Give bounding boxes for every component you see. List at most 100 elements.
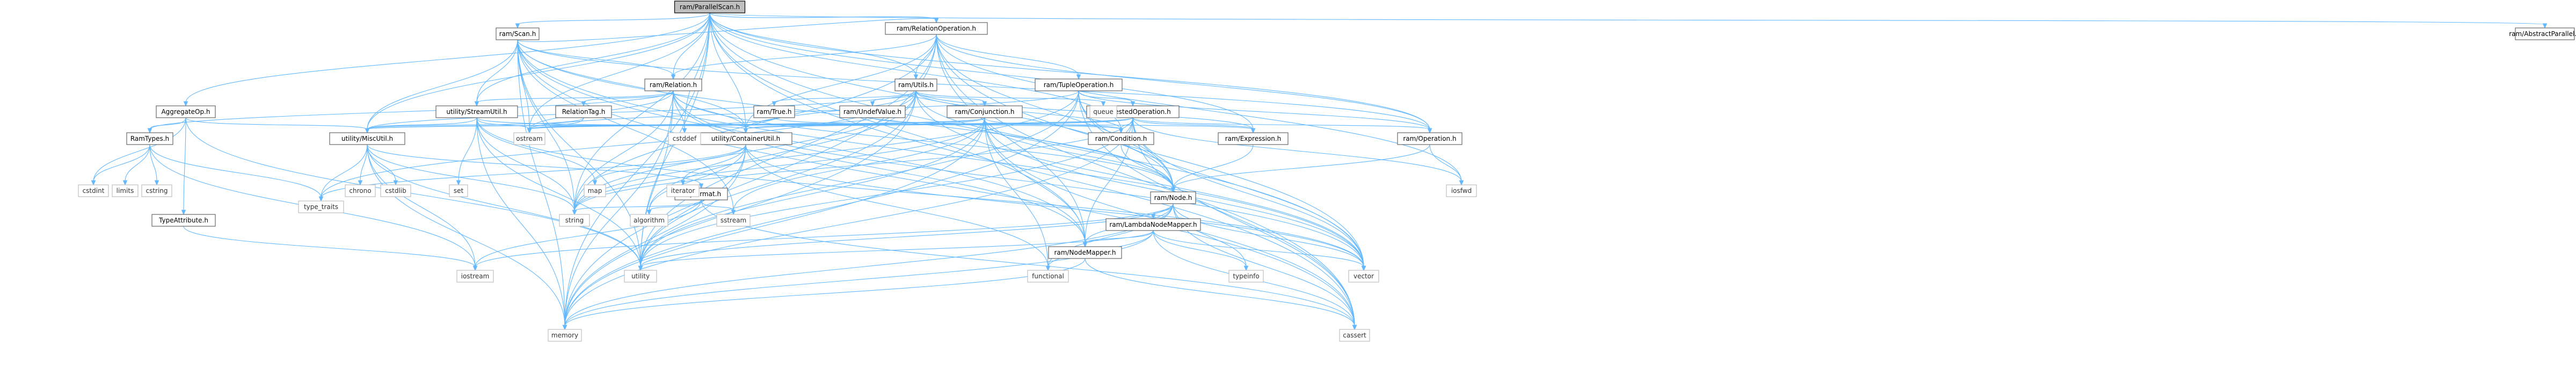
node-cstdint: cstdint xyxy=(78,184,109,197)
edge-container-to-iterator xyxy=(680,144,746,186)
node-container[interactable]: utility/ContainerUtil.h xyxy=(699,132,792,145)
edge-container-to-map xyxy=(592,144,746,186)
node-nodemapper[interactable]: ram/NodeMapper.h xyxy=(1048,246,1122,259)
node-scan[interactable]: ram/Scan.h xyxy=(496,27,540,40)
node-map: map xyxy=(584,184,606,197)
node-tupleop[interactable]: ram/TupleOperation.h xyxy=(1035,78,1123,91)
edge-conj-to-memory xyxy=(562,117,985,330)
edge-miscutil-to-tinyformat xyxy=(367,144,704,189)
nodes-layer: ram/ParallelScan.h ram/Scan.h ram/Relation… xyxy=(78,1,2576,342)
edge-nested-to-expression xyxy=(1132,117,1256,134)
edge-container-to-algorithm xyxy=(646,144,746,215)
node-abspar[interactable]: ram/AbstractParallel.h xyxy=(2509,27,2576,40)
node-label: ram/Relation.h xyxy=(650,81,697,89)
node-lambda[interactable]: ram/LambdaNodeMapper.h xyxy=(1105,218,1201,231)
edge-parallelscan-to-aggop xyxy=(183,12,710,107)
edge-ramtypes-to-cstdint xyxy=(91,144,150,186)
node-reltag[interactable]: RelationTag.h xyxy=(555,105,612,118)
edge-tinyformat-to-sstream xyxy=(701,199,736,215)
node-label: utility/StreamUtil.h xyxy=(446,108,507,116)
node-label: ram/Conjunction.h xyxy=(955,108,1015,116)
edge-parallelscan-to-scan xyxy=(515,12,710,29)
node-label: ram/Expression.h xyxy=(1225,135,1282,142)
node-label: RamTypes.h xyxy=(130,135,169,142)
edge-scan-to-relop xyxy=(517,18,939,42)
node-label: map xyxy=(588,187,602,195)
node-ramtrue[interactable]: ram/True.h xyxy=(753,105,795,118)
node-expression[interactable]: ram/Expression.h xyxy=(1218,132,1289,145)
node-label: ostream xyxy=(516,135,542,142)
node-label: algorithm xyxy=(634,217,665,224)
edge-tinyformat-to-string xyxy=(572,199,702,215)
edge-operation-to-node xyxy=(1170,144,1430,193)
node-functional: functional xyxy=(1027,270,1069,283)
node-label: iterator xyxy=(671,187,695,195)
node-typetraits: type_traits xyxy=(298,200,344,213)
edges-layer xyxy=(91,12,2548,330)
node-cstring: cstring xyxy=(141,184,172,197)
node-label: vector xyxy=(1354,272,1374,280)
node-label: utility xyxy=(631,272,650,280)
edge-conj-to-nodemapper xyxy=(984,117,1088,248)
node-label: functional xyxy=(1032,272,1064,280)
node-ramtypes[interactable]: RamTypes.h xyxy=(126,132,173,145)
node-undef[interactable]: ram/UndefValue.h xyxy=(839,105,906,118)
edge-nested-to-iosfwd xyxy=(1132,117,1464,186)
node-label: ram/AbstractParallel.h xyxy=(2509,30,2576,38)
edge-scan-to-relation xyxy=(517,39,676,80)
edge-relop-to-memory xyxy=(562,34,937,330)
node-operation[interactable]: ram/Operation.h xyxy=(1397,132,1462,145)
node-label: ram/RelationOperation.h xyxy=(897,25,976,32)
node-node[interactable]: ram/Node.h xyxy=(1150,191,1196,204)
node-relation[interactable]: ram/Relation.h xyxy=(644,78,702,91)
node-typeattr[interactable]: TypeAttribute.h xyxy=(151,214,216,227)
node-ostream: ostream xyxy=(513,132,545,145)
edge-nested-to-container xyxy=(743,117,1133,134)
node-utility: utility xyxy=(624,270,657,283)
node-utils[interactable]: ram/Utils.h xyxy=(894,78,937,91)
node-queue: queue xyxy=(1089,105,1117,118)
edge-relation-to-ramtypes xyxy=(147,90,674,134)
node-label: set xyxy=(454,187,464,195)
node-label: cassert xyxy=(1343,332,1366,339)
node-label: iostream xyxy=(461,272,490,280)
node-label: iosfwd xyxy=(1451,187,1472,195)
edge-miscutil-to-iostream xyxy=(367,144,478,271)
edge-nodemapper-to-cassert xyxy=(1085,258,1357,330)
node-streamutil[interactable]: utility/StreamUtil.h xyxy=(435,105,518,118)
edge-tinyformat-to-cassert xyxy=(701,199,1357,330)
node-label: utility/ContainerUtil.h xyxy=(711,135,780,142)
edge-relop-to-tupleop xyxy=(936,34,1081,80)
edge-parallelscan-to-streamutil xyxy=(474,12,710,107)
node-cstddef: cstddef xyxy=(668,132,701,145)
edge-lambda-to-typeinfo xyxy=(1153,230,1249,271)
node-label: chrono xyxy=(349,187,371,195)
edge-aggop-to-cstdint xyxy=(91,117,186,186)
edge-streamutil-to-utility xyxy=(476,117,643,271)
node-label: ram/NodeMapper.h xyxy=(1054,249,1116,256)
node-condition[interactable]: ram/Condition.h xyxy=(1088,132,1154,145)
node-aggop[interactable]: AggregateOp.h xyxy=(156,105,216,118)
edge-ramtypes-to-cstring xyxy=(149,144,159,186)
edge-operation-to-iosfwd xyxy=(1429,144,1464,186)
node-miscutil[interactable]: utility/MiscUtil.h xyxy=(329,132,405,145)
node-label: ram/LambdaNodeMapper.h xyxy=(1109,221,1197,228)
edge-aggop-to-typeattr xyxy=(181,117,186,215)
node-label: ram/Operation.h xyxy=(1403,135,1456,142)
edge-nested-to-miscutil xyxy=(365,117,1133,134)
edge-tinyformat-to-algorithm xyxy=(646,199,702,215)
node-label: queue xyxy=(1093,108,1114,116)
node-iosfwd: iosfwd xyxy=(1446,184,1477,197)
edge-relation-to-reltag xyxy=(581,90,674,107)
node-label: ram/Utils.h xyxy=(898,81,934,89)
node-label: ram/TupleOperation.h xyxy=(1044,81,1114,89)
edge-utils-to-queue xyxy=(915,90,1106,107)
edge-scan-to-vector xyxy=(517,39,1366,271)
node-parallelscan[interactable]: ram/ParallelScan.h xyxy=(674,1,746,13)
node-label: cstddef xyxy=(673,135,697,142)
node-relop[interactable]: ram/RelationOperation.h xyxy=(885,22,988,35)
edge-lambda-to-vector xyxy=(1153,230,1366,271)
edge-node-to-utility xyxy=(638,203,1174,271)
node-conj[interactable]: ram/Conjunction.h xyxy=(947,105,1023,118)
